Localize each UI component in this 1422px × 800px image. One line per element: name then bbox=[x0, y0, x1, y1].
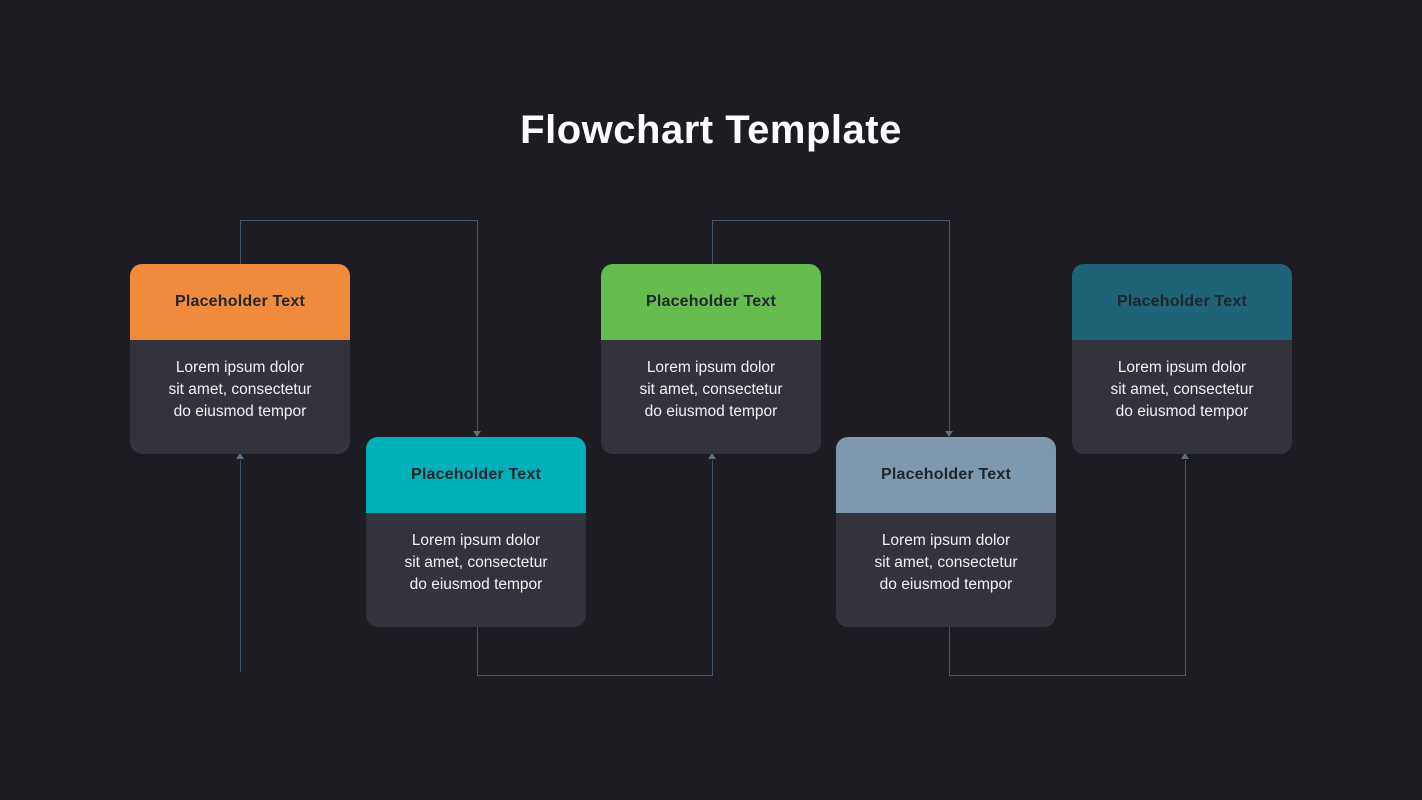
connector-segment bbox=[477, 627, 478, 676]
flowchart-node-4[interactable]: Placeholder Text Lorem ipsum dolor sit a… bbox=[836, 437, 1056, 627]
node-header: Placeholder Text bbox=[130, 264, 350, 340]
connector-segment bbox=[240, 220, 478, 221]
node-header: Placeholder Text bbox=[601, 264, 821, 340]
arrow-down-icon bbox=[473, 431, 481, 437]
node-header-label: Placeholder Text bbox=[174, 293, 306, 310]
connector-segment bbox=[477, 220, 478, 432]
arrow-up-icon bbox=[236, 453, 244, 459]
node-body-text: Lorem ipsum dolor sit amet, consectetur … bbox=[404, 532, 548, 593]
arrow-up-icon bbox=[708, 453, 716, 459]
node-header-label: Placeholder Text bbox=[645, 293, 777, 310]
node-header: Placeholder Text bbox=[1072, 264, 1292, 340]
connector-segment bbox=[712, 460, 713, 675]
page-title: Flowchart Template bbox=[520, 108, 902, 152]
node-header-label: Placeholder Text bbox=[1116, 293, 1248, 310]
node-body-text: Lorem ipsum dolor sit amet, consectetur … bbox=[1110, 359, 1254, 420]
node-body-text: Lorem ipsum dolor sit amet, consectetur … bbox=[874, 532, 1018, 593]
flowchart-node-1[interactable]: Placeholder Text Lorem ipsum dolor sit a… bbox=[130, 264, 350, 454]
node-body-text: Lorem ipsum dolor sit amet, consectetur … bbox=[639, 359, 783, 420]
connector-segment bbox=[477, 675, 713, 676]
connector-segment bbox=[949, 220, 950, 432]
connector-segment bbox=[949, 675, 1186, 676]
node-body-text: Lorem ipsum dolor sit amet, consectetur … bbox=[168, 359, 312, 420]
connector-segment bbox=[949, 627, 950, 676]
flowchart-node-3[interactable]: Placeholder Text Lorem ipsum dolor sit a… bbox=[601, 264, 821, 454]
connector-segment bbox=[712, 220, 950, 221]
node-header: Placeholder Text bbox=[836, 437, 1056, 513]
connector-segment bbox=[712, 220, 713, 264]
connector-segment bbox=[240, 220, 241, 264]
arrow-up-icon bbox=[1181, 453, 1189, 459]
node-header-label: Placeholder Text bbox=[880, 466, 1012, 483]
flowchart-node-5[interactable]: Placeholder Text Lorem ipsum dolor sit a… bbox=[1072, 264, 1292, 454]
node-header: Placeholder Text bbox=[366, 437, 586, 513]
node-header-label: Placeholder Text bbox=[410, 466, 542, 483]
connector-segment bbox=[1185, 460, 1186, 675]
arrow-down-icon bbox=[945, 431, 953, 437]
flowchart-node-2[interactable]: Placeholder Text Lorem ipsum dolor sit a… bbox=[366, 437, 586, 627]
connector-segment bbox=[240, 460, 241, 672]
